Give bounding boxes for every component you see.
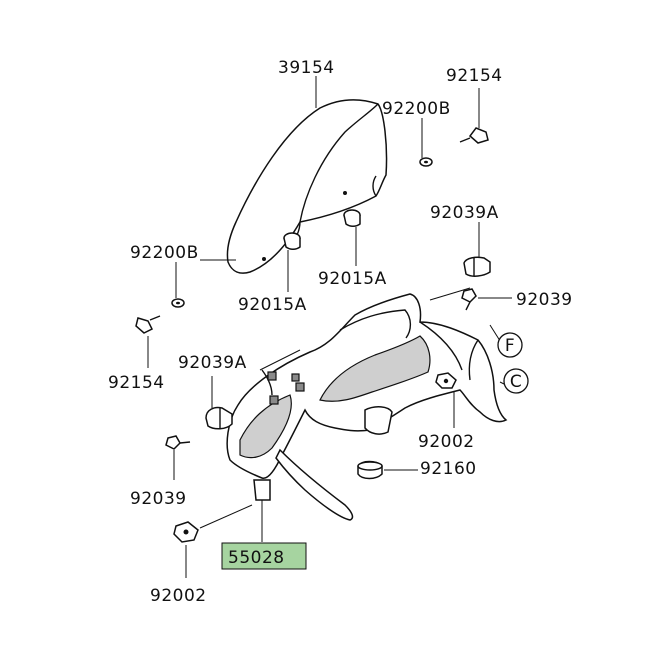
clip-92039-right	[461, 288, 477, 311]
reference-circle-f: F	[497, 332, 523, 358]
leader-lines	[147, 76, 512, 578]
bolt-92002-bottom-left	[173, 521, 199, 543]
bolt-92154-top	[459, 127, 489, 144]
washer-92200b-top	[419, 157, 433, 167]
label-92154-top: 92154	[446, 66, 503, 86]
label-92039-lower-left: 92039	[130, 489, 187, 509]
label-92002-right: 92002	[418, 432, 475, 452]
mount-hole	[269, 395, 279, 405]
label-92154-left: 92154	[108, 373, 165, 393]
windshield-part	[226, 99, 388, 274]
label-92002-bottom-left: 92002	[150, 586, 207, 606]
bolt-92002-right	[435, 372, 457, 389]
label-92039a-left: 92039A	[178, 353, 247, 373]
label-92160: 92160	[420, 459, 477, 479]
label-55028: 55028	[228, 548, 285, 568]
clip-92039-lower-left	[165, 435, 191, 450]
clip-92039a-right	[463, 256, 491, 277]
reference-circle-c: C	[503, 368, 529, 394]
part-labels: 39154 92154 92200B 92039A 92200B 92015A …	[108, 58, 573, 606]
mount-hole	[295, 382, 305, 392]
windshield-hole	[262, 257, 266, 261]
label-92039a-top: 92039A	[430, 203, 499, 223]
mount-hole	[291, 373, 300, 382]
ref-c-label: C	[510, 372, 522, 392]
mount-hole	[267, 371, 277, 381]
ref-f-label: F	[505, 336, 515, 356]
bolt-92154-left	[135, 315, 161, 334]
label-92200b-left: 92200B	[130, 243, 199, 263]
upper-cowl-part	[226, 293, 508, 521]
damper-92160	[357, 460, 383, 480]
label-92039-right: 92039	[516, 290, 573, 310]
windshield-hole	[343, 191, 347, 195]
label-92200b-top: 92200B	[382, 99, 451, 119]
grommet-92015a-center	[343, 209, 361, 227]
clip-92039a-left	[205, 406, 233, 430]
highlighted-part-box	[221, 542, 307, 570]
label-92015a-left: 92015A	[238, 295, 307, 315]
grommet-92015a-left	[283, 232, 301, 250]
label-92015a-center: 92015A	[318, 269, 387, 289]
label-39154: 39154	[278, 58, 335, 78]
washer-92200b-left	[171, 298, 185, 308]
